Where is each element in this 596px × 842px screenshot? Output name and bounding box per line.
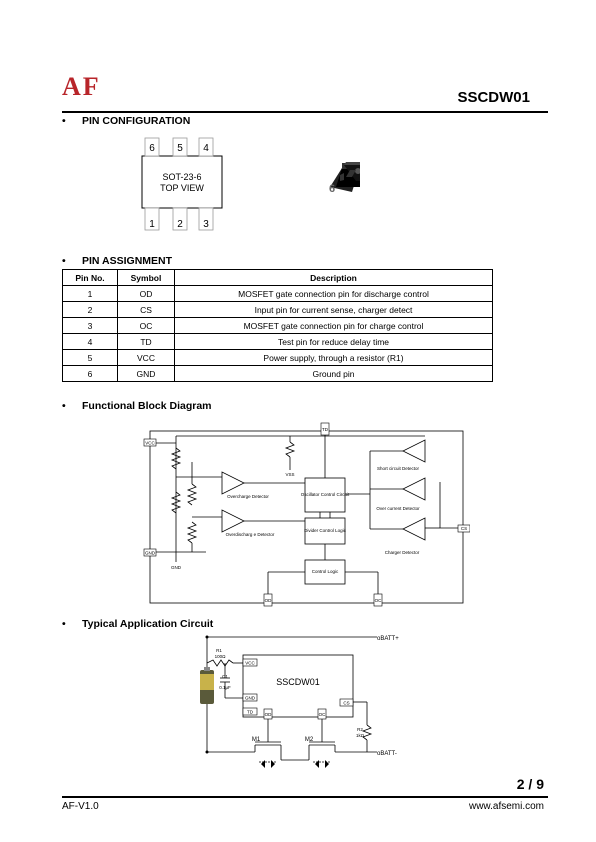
- batt-plus-label: oBATT+: [377, 636, 399, 642]
- table-row: 1 OD MOSFET gate connection pin for disc…: [62, 285, 493, 302]
- pin-tag-od: OD: [265, 598, 273, 603]
- pin-description: Power supply, through a resistor (R1): [174, 349, 493, 366]
- photo-pin-6-label: 6: [329, 183, 335, 195]
- oscillator-block-label: Oscillator Control Circuit: [301, 492, 350, 497]
- chip-pin-gnd: GND: [245, 696, 256, 701]
- pin-number: 1: [62, 285, 118, 302]
- package-view: TOP VIEW: [160, 183, 204, 193]
- part-number: SSCDW01: [457, 89, 530, 106]
- table-header-row: Pin No. Symbol Description: [62, 269, 493, 286]
- column-header-pin-no: Pin No.: [62, 269, 118, 286]
- pin-tag-vcc: VCC: [145, 441, 155, 446]
- charger-detector-label: Charger Detector: [385, 550, 420, 555]
- table-row: 5 VCC Power supply, through a resistor (…: [62, 349, 493, 366]
- table-row: 6 GND Ground pin: [62, 365, 493, 382]
- chip-pin-vcc: VCC: [245, 661, 255, 666]
- control-logic-label: Control Logic: [312, 569, 339, 574]
- sot23-package-photo: 6 1: [329, 162, 360, 195]
- sot23-top-view: 6 5 4 1 2 3 SOT-23-6 TOP VIEW: [141, 137, 223, 231]
- bottom-pin-2: 2: [177, 219, 183, 230]
- pin-description: Input pin for current sense, charger det…: [174, 301, 493, 318]
- pin-tag-td: TD: [322, 427, 329, 432]
- bottom-pin-1: 1: [149, 219, 155, 230]
- pin-tag-cs: CS: [461, 526, 467, 531]
- r1-label: R1: [216, 648, 222, 653]
- pin-tag-oc: OC: [375, 598, 383, 603]
- page-number: 2 / 9: [516, 776, 544, 792]
- section-heading-pin-configuration: •PIN CONFIGURATION: [62, 115, 191, 127]
- pin-description: MOSFET gate connection pin for charge co…: [174, 317, 493, 334]
- pin-symbol: GND: [117, 365, 175, 382]
- pin-number: 5: [62, 349, 118, 366]
- pin-number: 2: [62, 301, 118, 318]
- company-logo: AF: [62, 72, 101, 101]
- diagram-border: [149, 430, 464, 604]
- over-current-detector-label: Over current Detector: [376, 506, 420, 511]
- pin-description: MOSFET gate connection pin for discharge…: [174, 285, 493, 302]
- table-row: 3 OC MOSFET gate connection pin for char…: [62, 317, 493, 334]
- c1-label: C1: [222, 674, 228, 679]
- vss-label: VSS: [285, 472, 294, 477]
- pin-tag-gnd: GND: [145, 551, 156, 556]
- r2-value: 1kΩ: [356, 733, 365, 738]
- functional-block-diagram: VCC GND GND VSS TD CS OD OC Overcharge D…: [143, 422, 470, 607]
- chip-pin-oc: OC: [319, 712, 327, 717]
- battery-icon: [200, 667, 214, 704]
- column-header-symbol: Symbol: [117, 269, 175, 286]
- batt-minus-label: oBATT-: [377, 751, 397, 757]
- company-website[interactable]: www.afsemi.com: [468, 801, 544, 812]
- pin-symbol: TD: [117, 333, 175, 350]
- ground-label: GND: [171, 565, 182, 570]
- package-name: SOT-23-6: [162, 172, 201, 182]
- typical-application-circuit: VCC GND TD CS OD OC R1 100Ω C1 0.1μF R2 …: [200, 635, 399, 768]
- pin-symbol: VCC: [117, 349, 175, 366]
- top-pin-6: 6: [149, 143, 155, 154]
- footer-divider: [62, 796, 548, 798]
- table-row: 2 CS Input pin for current sense, charge…: [62, 301, 493, 318]
- short-circuit-detector-label: Short circuit Detector: [377, 466, 420, 471]
- c1-value: 0.1μF: [219, 685, 231, 690]
- pin-symbol: OC: [117, 317, 175, 334]
- table-row: 4 TD Test pin for reduce delay time: [62, 333, 493, 350]
- pin-description: Ground pin: [174, 365, 493, 382]
- header-divider: [62, 111, 548, 113]
- overcharge-detector-label: Overcharge Detector: [227, 494, 269, 499]
- m1-label: M1: [252, 737, 261, 743]
- pin-number: 3: [62, 317, 118, 334]
- pin-symbol: OD: [117, 285, 175, 302]
- divider-block-label: Divider Control Logic: [304, 528, 347, 533]
- pin-description: Test pin for reduce delay time: [174, 333, 493, 350]
- chip-pin-od: OD: [265, 712, 273, 717]
- top-pin-5: 5: [177, 143, 183, 154]
- pin-number: 4: [62, 333, 118, 350]
- m2-label: M2: [305, 737, 314, 743]
- pin-symbol: CS: [117, 301, 175, 318]
- section-heading-pin-assignment: •PIN ASSIGNMENT: [62, 255, 173, 267]
- pin-configuration-figure: 6 5 4 1 2 3 SOT-23-6 TOP VIEW 6 1: [141, 137, 360, 231]
- pin-number: 6: [62, 365, 118, 382]
- bottom-pin-3: 3: [203, 219, 209, 230]
- section-heading-block-diagram: •Functional Block Diagram: [62, 400, 212, 412]
- r1-value: 100Ω: [215, 654, 227, 659]
- chip-name: SSCDW01: [276, 677, 320, 687]
- section-heading-application-circuit: •Typical Application Circuit: [62, 618, 214, 630]
- overdischarge-detector-label: Overdischarg e Detector: [226, 532, 275, 537]
- pin-assignment-table: Pin No. Symbol Description 1 OD MOSFET g…: [62, 269, 493, 382]
- r2-label: R2: [357, 727, 363, 732]
- column-header-description: Description: [174, 269, 493, 286]
- chip-pin-td: TD: [247, 710, 254, 715]
- top-pin-4: 4: [203, 143, 209, 154]
- chip-pin-cs: CS: [343, 701, 349, 706]
- document-version: AF-V1.0: [62, 801, 99, 812]
